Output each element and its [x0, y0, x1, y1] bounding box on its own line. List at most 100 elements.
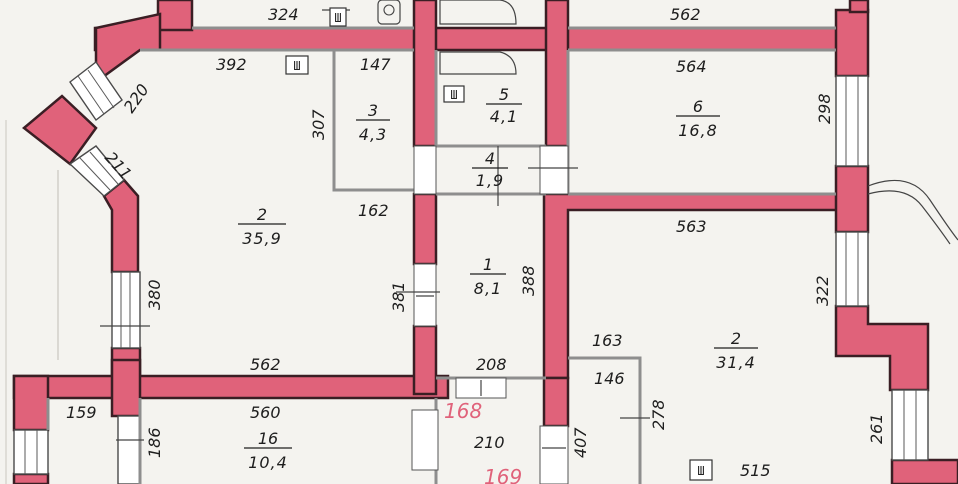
room-area: 4,3 — [359, 125, 387, 144]
riser-box — [329, 7, 347, 27]
room-area: 31,4 — [716, 353, 756, 372]
room-label-4: 4 1,9 — [472, 149, 508, 190]
window-right-upper — [835, 75, 869, 167]
wall-bay-corner — [22, 94, 98, 166]
wall-top-band — [93, 26, 867, 52]
room-number: 16 — [258, 429, 278, 448]
dimension-label: 298 — [815, 93, 834, 124]
apartment-number: 168 — [444, 399, 482, 423]
dimension-label: 278 — [649, 399, 668, 430]
wall-right-column-top — [834, 8, 870, 78]
window-left-pillar-lower — [117, 415, 141, 484]
dimension-label: 261 — [867, 413, 886, 444]
wall-right-step — [834, 304, 930, 392]
door-opening-4 — [413, 145, 437, 195]
riser-symbol: Ш — [443, 85, 465, 103]
dimension-label: 208 — [476, 355, 507, 374]
window-right-lower — [891, 389, 929, 461]
window-left-vertical — [111, 271, 141, 349]
riser-symbol: Ш — [329, 7, 347, 27]
door-opening-bath — [539, 145, 569, 195]
wall-bathroom-right — [544, 0, 570, 148]
room-number: 3 — [368, 101, 378, 120]
dimension-label: 560 — [250, 403, 281, 422]
wall-central-spine-top — [412, 0, 438, 148]
wall-right-bottom — [890, 458, 958, 484]
room-area: 8,1 — [474, 279, 502, 298]
wall-right-L-low — [542, 376, 570, 428]
dimension-label: 388 — [519, 265, 538, 296]
room-number: 2 — [731, 329, 741, 348]
room-area: 1,9 — [476, 171, 504, 190]
wall-right-column-mid — [834, 164, 870, 234]
wall-right-edge-top — [848, 0, 870, 14]
apartment-number: 169 — [484, 465, 522, 484]
wc-fixture — [377, 0, 401, 25]
door-opening-16 — [411, 409, 439, 471]
wall-mid-band — [12, 374, 450, 400]
window-line — [79, 157, 111, 191]
wall-central-spine-low — [412, 324, 438, 396]
door-opening-1 — [413, 263, 437, 327]
window-diagonal-upper — [69, 60, 123, 122]
riser-symbol: Ш — [285, 55, 309, 75]
riser-label: Ш — [697, 464, 704, 478]
riser-box — [689, 459, 713, 481]
room-area: 10,4 — [248, 453, 288, 472]
room-number: 4 — [485, 149, 495, 168]
bathtub-top — [439, 0, 517, 25]
window-line — [77, 75, 105, 115]
riser-box — [443, 85, 465, 103]
partition-room-3 — [332, 50, 414, 192]
riser-label: Ш — [450, 88, 457, 102]
room-label-1: 1 8,1 — [470, 255, 506, 298]
riser-label: Ш — [293, 59, 300, 73]
dimension-label: 210 — [474, 433, 505, 452]
room-number: 5 — [499, 85, 509, 104]
wall-diagonal-lower — [102, 178, 140, 274]
dimension-label: 563 — [676, 217, 707, 236]
room-label-6: 6 16,8 — [676, 97, 720, 140]
window-line — [87, 69, 115, 109]
wall-left-bottom-block — [12, 374, 50, 432]
window-bottom-left — [13, 429, 49, 475]
dimension-label: 147 — [360, 55, 391, 74]
window-right-mid — [835, 231, 869, 307]
partition-room-146 — [568, 356, 642, 484]
wc-bowl — [383, 4, 395, 16]
dimension-labels: 324 562 392 147 564 220 211 307 298 162 … — [66, 5, 886, 480]
room-label-16: 16 10,4 — [244, 429, 292, 472]
wall-central-spine-mid — [412, 192, 438, 266]
riser-symbol: Ш — [689, 459, 713, 481]
room-label-2-left: 2 35,9 — [238, 205, 286, 248]
dimension-label: 562 — [250, 355, 281, 374]
partitions — [46, 26, 836, 484]
wall-left-pillar — [110, 358, 142, 418]
dimension-label: 322 — [813, 275, 832, 306]
dimension-label: 392 — [216, 55, 247, 74]
window-diagonal-lower — [68, 145, 125, 197]
wall-diagonal-upper — [94, 12, 162, 85]
room-label-3: 3 4,3 — [356, 101, 390, 144]
wall-bottom-left-stub — [12, 472, 50, 484]
dimension-label: 380 — [145, 279, 164, 310]
dimension-label: 381 — [389, 281, 408, 312]
outdoor-path — [867, 179, 958, 241]
room-label-5: 5 4,1 — [486, 85, 522, 126]
dimension-label: 159 — [66, 403, 97, 422]
room-number: 6 — [693, 97, 703, 116]
fixtures — [100, 0, 958, 484]
wall-upper-left-block — [156, 0, 194, 32]
room-number: 2 — [257, 205, 267, 224]
dimension-label: 163 — [592, 331, 623, 350]
room-area: 4,1 — [490, 107, 518, 126]
dimension-label: 186 — [145, 427, 164, 458]
walls — [12, 0, 958, 484]
room-label-2-right: 2 31,4 — [714, 329, 758, 372]
riser-label: Ш — [334, 11, 341, 25]
room-number: 1 — [483, 255, 493, 274]
door-opening-right — [539, 425, 569, 484]
dimension-label: 564 — [676, 57, 707, 76]
dimension-label: 146 — [594, 369, 625, 388]
